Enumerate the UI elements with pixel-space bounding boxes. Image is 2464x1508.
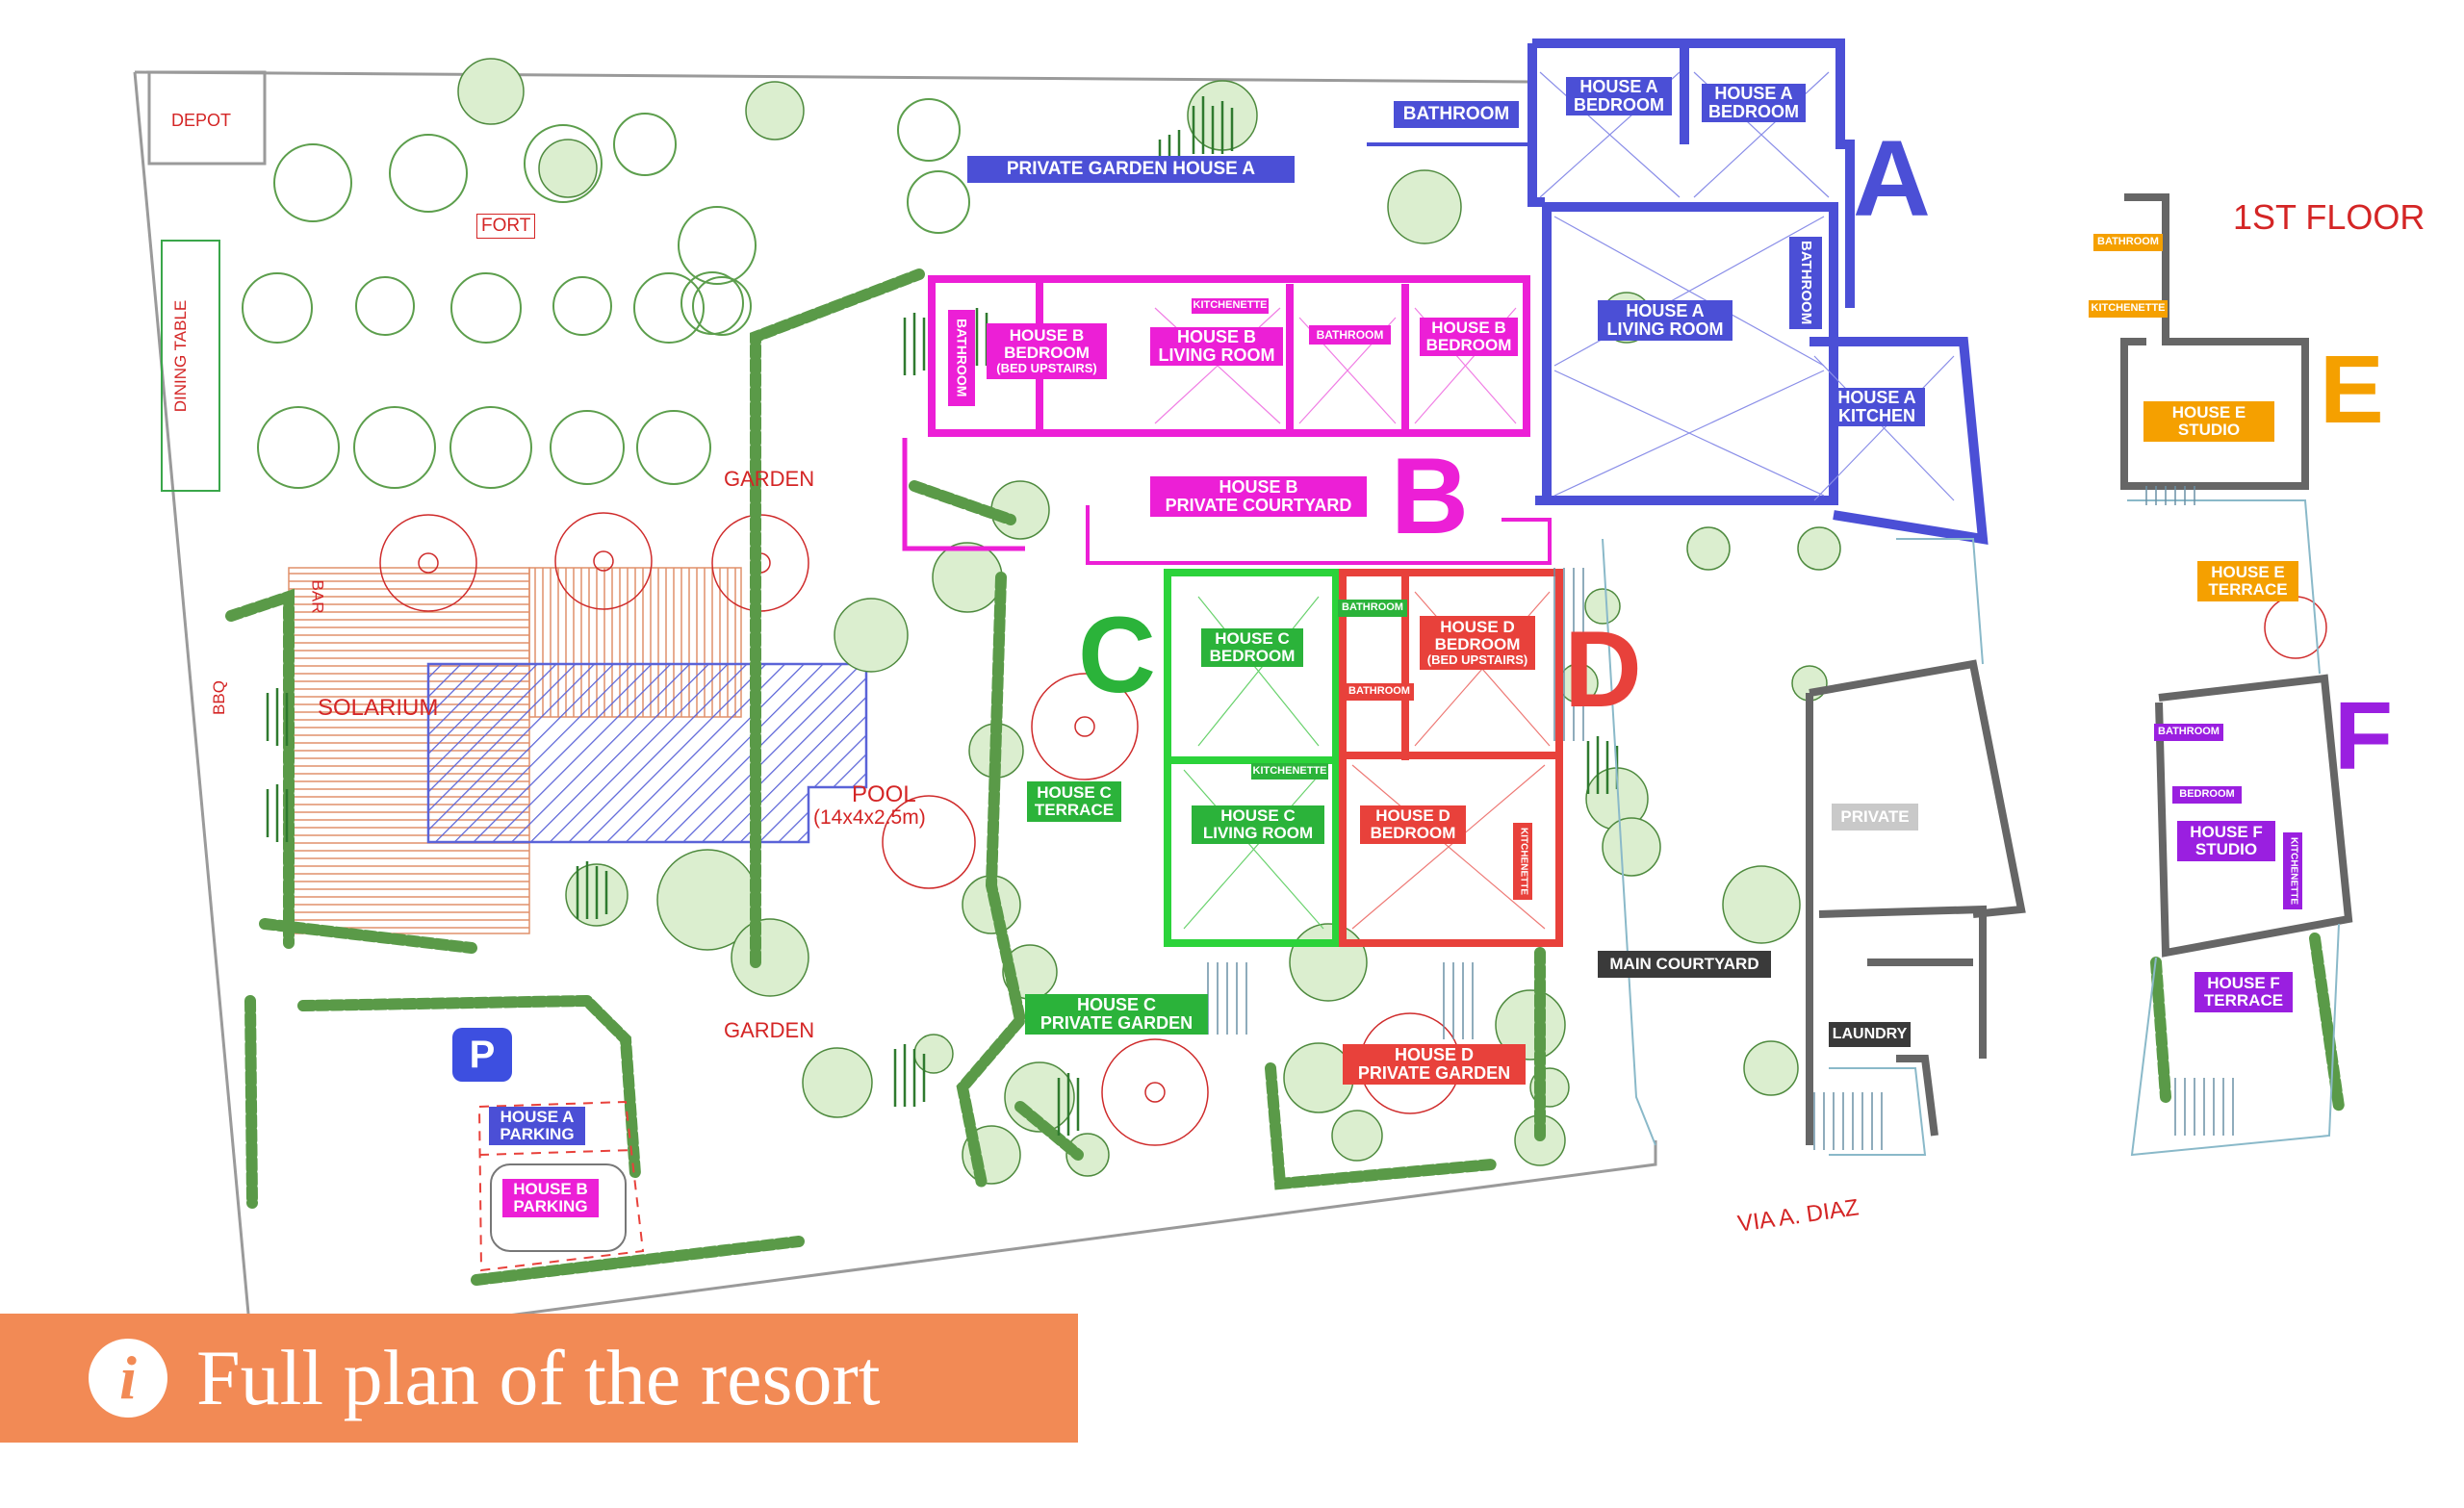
trees [242, 98, 970, 489]
solarium-label: SOLARIUM [318, 695, 439, 721]
bar-label: BAR [308, 579, 327, 614]
house-f-letter: F [2334, 682, 2394, 790]
dining-table-label: DINING TABLE [171, 299, 190, 413]
house-b-kitchenette: KITCHENETTE [1192, 298, 1269, 314]
common-walls [1806, 659, 2026, 1145]
house-a-bathroom-vertical: BATHROOM [1789, 237, 1822, 329]
house-a-walls [1367, 38, 1989, 545]
common-thin-lines [1602, 538, 1984, 1156]
hedges [225, 268, 2345, 1286]
house-f-walls [2155, 674, 2353, 958]
house-e-bathroom: BATHROOM [2093, 234, 2163, 251]
house-d-letter: D [1564, 609, 1642, 729]
house-d-bathroom: BATHROOM [1345, 683, 1414, 701]
pool-label: POOL [852, 781, 916, 807]
shrubs [457, 58, 1841, 1185]
garden-label-top: GARDEN [724, 467, 815, 491]
house-b-bathroom-vertical: BATHROOM [948, 310, 975, 406]
house-b-letter: B [1391, 436, 1469, 556]
bbq-label: BBQ [209, 680, 228, 715]
depot-label: DEPOT [171, 111, 232, 130]
house-e-kitchenette: KITCHENETTE [2089, 300, 2168, 318]
private-area-label: PRIVATE [1832, 804, 1918, 831]
house-b-walls [902, 275, 1552, 565]
house-a-letter: A [1853, 118, 1931, 239]
house-a-private-garden: PRIVATE GARDEN HOUSE A [967, 156, 1295, 183]
house-a-vaults [1539, 71, 1955, 501]
house-f-kitchenette-vertical: KITCHENETTE [2283, 832, 2302, 909]
house-ef-thin [2127, 499, 2340, 1157]
house-b-bathroom: BATHROOM [1309, 325, 1391, 345]
house-e-letter: E [2320, 336, 2384, 444]
dining-table-shape [161, 240, 220, 492]
info-icon: i [89, 1339, 167, 1418]
pool-size-label: (14x4x2.5m) [813, 806, 926, 829]
house-f-bedroom: BEDROOM [2172, 786, 2242, 804]
main-courtyard-label: MAIN COURTYARD [1598, 951, 1771, 978]
caption-banner: i Full plan of the resort [0, 1314, 1078, 1443]
stairs [1207, 486, 2234, 1150]
laundry-label: LAUNDRY [1829, 1022, 1911, 1047]
parking-bays [478, 1100, 645, 1272]
house-e-walls [2120, 193, 2309, 490]
house-c-letter: C [1078, 595, 1156, 715]
house-c-kitchenette: KITCHENETTE [1251, 763, 1328, 780]
house-d-bathroom-top: BATHROOM [1338, 600, 1407, 617]
garden-label-bottom: GARDEN [724, 1018, 815, 1042]
house-d-kitchenette-vertical: KITCHENETTE [1513, 823, 1532, 900]
parking-sign: P [452, 1028, 512, 1082]
house-f-bathroom: BATHROOM [2154, 724, 2223, 741]
house-a-bathroom: BATHROOM [1394, 101, 1519, 128]
floor-title: 1ST FLOOR [2233, 197, 2426, 237]
caption-text: Full plan of the resort [196, 1334, 881, 1421]
fort-label: FORT [476, 214, 536, 239]
car-outline [490, 1163, 627, 1252]
house-c-vaults [1183, 596, 1324, 930]
pool-shape [426, 662, 868, 844]
